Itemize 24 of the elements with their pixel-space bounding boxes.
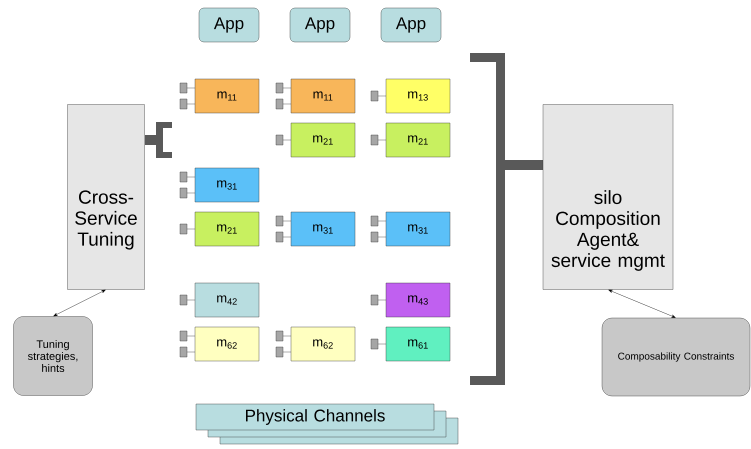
module-box: m$_{11}$ [180,78,260,114]
module-box: m$_{31}$ [276,212,356,246]
module-box: m$_{31}$ [180,168,260,202]
process-box: silo Composition Agent& service mgmt [542,104,674,290]
module-box: m$_{61}$ [370,326,450,362]
module-box: m$_{62}$ [276,326,356,362]
channel-box: Physical Channels [196,404,458,444]
module-box: m$_{43}$ [370,282,450,318]
module-box: m$_{13}$ [370,78,450,114]
app-box: App [290,8,350,42]
process-box: Cross-Service Tuning [67,104,145,290]
note-box: Tuning strategies, hints [13,316,93,396]
module-box: m$_{21}$ [276,122,356,158]
arrow [608,290,676,318]
app-box: App [380,8,442,42]
module-box: m$_{11}$ [276,78,356,114]
module-box: m$_{31}$ [370,212,450,246]
module-box: m$_{62}$ [180,326,260,362]
app-box: App [198,8,260,42]
module-box: m$_{42}$ [180,282,260,318]
module-box: m$_{21}$ [370,122,450,158]
module-box: m$_{21}$ [180,212,260,246]
arrow [53,290,106,316]
note-box: Composability Constraints [602,318,750,396]
